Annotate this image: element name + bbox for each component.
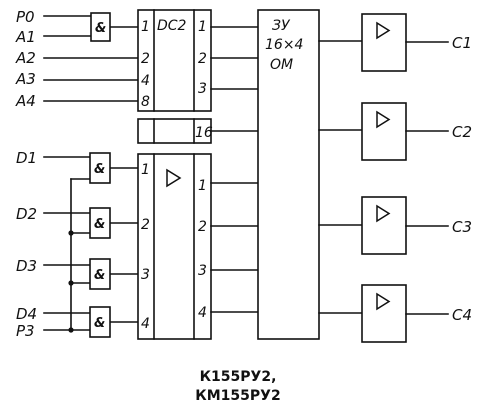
decoder-out-pin-2: 2 — [198, 51, 207, 67]
input-label-a2: A2 — [15, 49, 36, 67]
input-buffer-block: 1 2 3 4 1 2 3 4 — [137, 153, 212, 340]
decoder-block: DC2 1 2 4 8 1 2 3 — [137, 9, 212, 112]
output-buffer-c3 — [361, 196, 407, 255]
input-label-d1: D1 — [16, 149, 37, 167]
output-label-c3: C3 — [452, 218, 472, 236]
and-gate-d1-symbol: & — [94, 162, 105, 177]
decoder-out-pin-1: 1 — [198, 19, 207, 35]
input-label-a4: A4 — [15, 92, 36, 110]
junction-dot-d2 — [68, 230, 74, 236]
input-label-d2: D2 — [16, 205, 37, 223]
buffer-in-pin-2: 2 — [141, 217, 150, 233]
and-gate-d3: & — [89, 258, 111, 290]
output-label-c4: C4 — [452, 306, 472, 324]
and-gate-d1: & — [89, 152, 111, 184]
input-label-d4: D4 — [16, 305, 37, 323]
buffer-in-pin-4: 4 — [141, 316, 150, 332]
output-buffer-c2-triangle-icon — [376, 110, 391, 129]
output-label-c1: C1 — [452, 34, 472, 52]
decoder-in-pin-8: 8 — [141, 94, 150, 110]
and-gate-address: & — [90, 12, 111, 42]
output-wires — [405, 41, 449, 315]
decoder-out-pin-3: 3 — [198, 81, 207, 97]
memory-label-line2: 16×4 — [265, 37, 303, 53]
output-buffer-c2 — [361, 102, 407, 161]
data-input-wires — [43, 156, 139, 331]
decoder-output-wires — [210, 26, 259, 132]
and-gate-d2: & — [89, 207, 111, 239]
and-gate-d2-symbol: & — [94, 217, 105, 232]
decoder-in-pin-4: 4 — [141, 73, 150, 89]
decoder-out-pin-16: 16 — [195, 125, 213, 141]
input-label-d3: D3 — [16, 257, 37, 275]
and-gate-d3-symbol: & — [94, 268, 105, 283]
and-gate-address-symbol: & — [95, 21, 106, 36]
input-label-p0: P0 — [16, 8, 35, 26]
decoder-continuation-block: 16 — [137, 118, 213, 144]
decoder-name: DC2 — [157, 18, 187, 34]
output-label-c2: C2 — [452, 123, 472, 141]
output-buffer-c3-triangle-icon — [376, 204, 391, 223]
decoder-in-pin-1: 1 — [141, 19, 150, 35]
chip-caption-line2: КМ155РУ2 — [195, 388, 280, 404]
output-buffer-c1 — [361, 13, 407, 72]
buffer-out-pin-4: 4 — [198, 305, 207, 321]
chip-caption-line1: К155РУ2, — [200, 369, 277, 385]
and-gate-d4: & — [89, 306, 111, 338]
buffer-output-wires — [210, 182, 259, 313]
buffer-in-pin-1: 1 — [141, 162, 150, 178]
output-buffer-c4-triangle-icon — [376, 292, 391, 311]
input-label-a1: A1 — [15, 28, 36, 46]
and-gate-d4-symbol: & — [94, 316, 105, 331]
memory-label-line3: ОМ — [270, 57, 293, 73]
buffer-out-pin-2: 2 — [198, 219, 207, 235]
memory-block: ЗУ 16×4 ОМ — [257, 9, 320, 340]
output-buffer-c4 — [361, 284, 407, 343]
input-wires-address — [43, 15, 139, 102]
input-label-a3: A3 — [15, 70, 36, 88]
memory-label-line1: ЗУ — [272, 18, 291, 34]
buffer-out-pin-1: 1 — [198, 178, 207, 194]
junction-dot-d3 — [68, 280, 74, 286]
junction-dot-p3 — [68, 327, 74, 333]
buffer-in-pin-3: 3 — [141, 267, 150, 283]
buffer-triangle-icon — [166, 168, 182, 188]
output-buffer-c1-triangle-icon — [376, 21, 391, 40]
input-label-p3: P3 — [16, 322, 35, 340]
decoder-in-pin-2: 2 — [141, 51, 150, 67]
buffer-out-pin-3: 3 — [198, 263, 207, 279]
memory-output-wires — [318, 40, 363, 314]
